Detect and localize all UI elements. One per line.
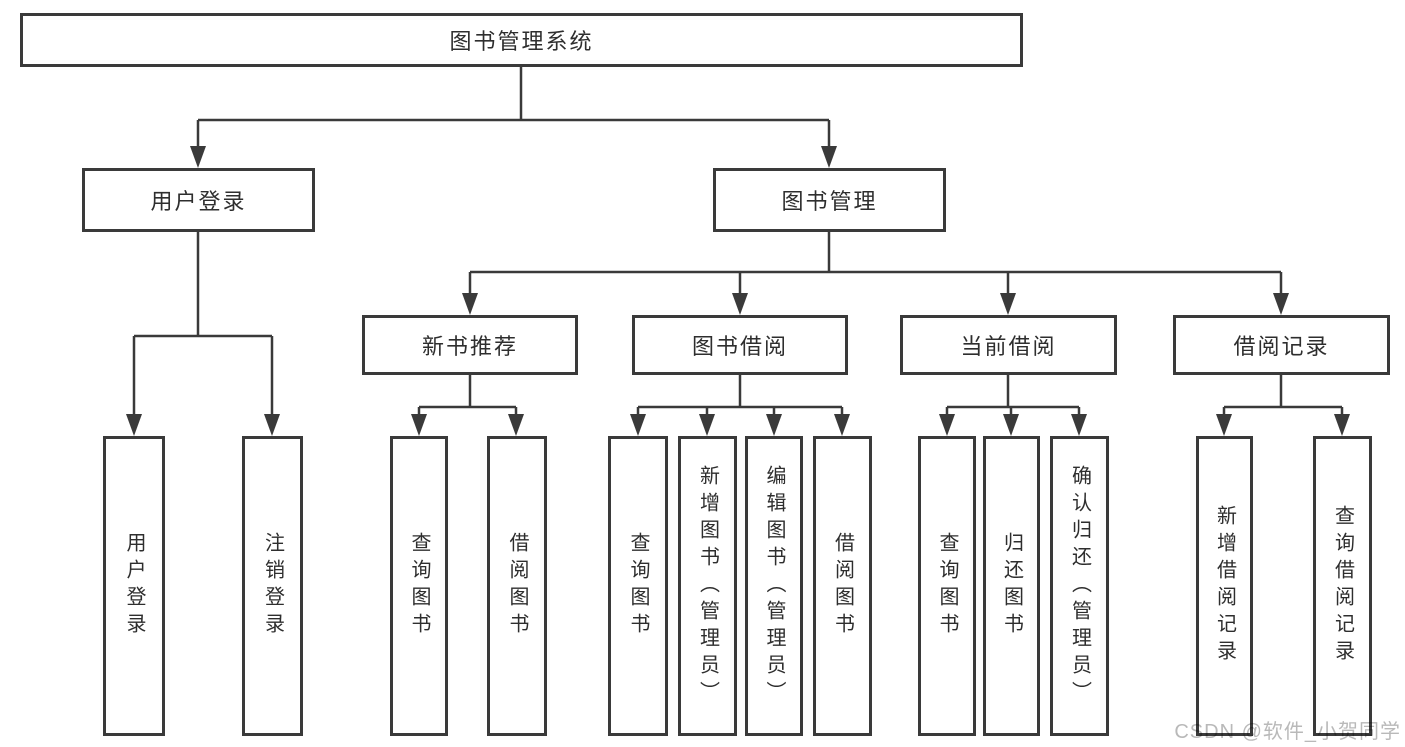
node-book-management: 图书管理: [713, 168, 946, 232]
arrow-down-icon: [732, 293, 748, 315]
arrow-down-icon: [630, 414, 646, 436]
arrow-down-icon: [126, 414, 142, 436]
arrow-down-icon: [264, 414, 280, 436]
node-new-book-recommend: 新书推荐: [362, 315, 578, 375]
node-current-borrow: 当前借阅: [900, 315, 1117, 375]
arrow-down-icon: [1003, 414, 1019, 436]
node-user-login: 用户登录: [82, 168, 315, 232]
arrow-down-icon: [1071, 414, 1087, 436]
arrow-down-icon: [1000, 293, 1016, 315]
leaf-query-books-recommend: 查询图书: [390, 436, 448, 736]
leaf-logout: 注销登录: [242, 436, 303, 736]
arrow-down-icon: [190, 146, 206, 168]
leaf-borrow-books-borrow: 借阅图书: [813, 436, 872, 736]
arrow-down-icon: [834, 414, 850, 436]
leaf-edit-book-admin: 编辑图书（管理员）: [745, 436, 803, 736]
arrow-down-icon: [1334, 414, 1350, 436]
arrow-down-icon: [766, 414, 782, 436]
arrow-down-icon: [939, 414, 955, 436]
arrow-down-icon: [508, 414, 524, 436]
leaf-borrow-books-recommend: 借阅图书: [487, 436, 547, 736]
arrow-down-icon: [411, 414, 427, 436]
leaf-query-borrow-record: 查询借阅记录: [1313, 436, 1372, 736]
arrow-down-icon: [1216, 414, 1232, 436]
node-book-borrow: 图书借阅: [632, 315, 848, 375]
node-borrow-records: 借阅记录: [1173, 315, 1390, 375]
leaf-query-books-borrow: 查询图书: [608, 436, 668, 736]
leaf-return-books: 归还图书: [983, 436, 1040, 736]
leaf-add-borrow-record: 新增借阅记录: [1196, 436, 1253, 736]
arrow-down-icon: [1273, 293, 1289, 315]
arrow-down-icon: [699, 414, 715, 436]
leaf-confirm-return-admin: 确认归还（管理员）: [1050, 436, 1109, 736]
leaf-query-books-current: 查询图书: [918, 436, 976, 736]
leaf-user-login: 用户登录: [103, 436, 165, 736]
csdn-watermark: CSDN @软件_小贺同学: [1174, 721, 1401, 743]
arrow-down-icon: [821, 146, 837, 168]
leaf-add-book-admin: 新增图书（管理员）: [678, 436, 737, 736]
node-root: 图书管理系统: [20, 13, 1023, 67]
arrow-down-icon: [462, 293, 478, 315]
